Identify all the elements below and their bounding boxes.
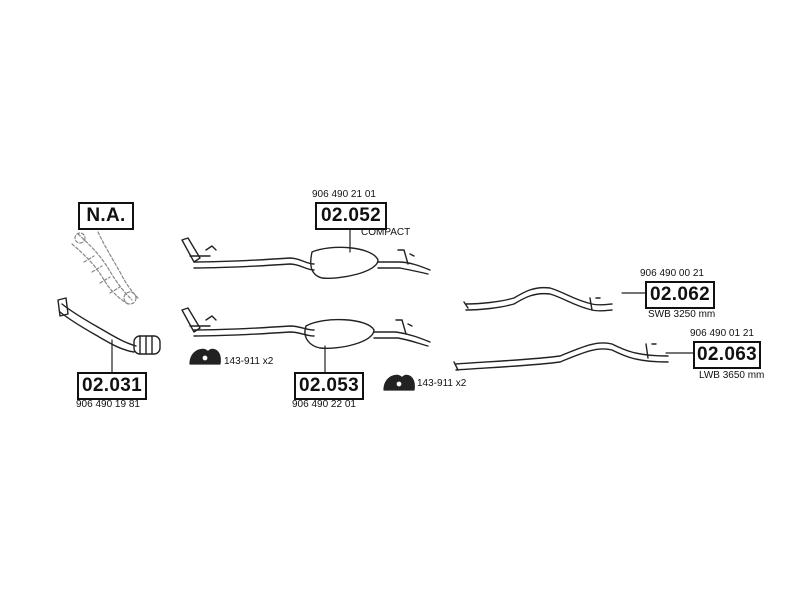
na-part-drawing (71, 231, 139, 305)
tail-pipe-swb-drawing (463, 286, 613, 312)
tail-pipe-lwb-drawing (453, 342, 669, 371)
label-hanger-left: 143-911 x2 (224, 356, 274, 367)
code-02063: 02.063 (693, 341, 761, 369)
note-compact: COMPACT (361, 227, 411, 238)
code-02053: 02.053 (294, 372, 364, 400)
code-02062: 02.062 (645, 281, 715, 309)
hanger-left-icon (189, 348, 221, 365)
hanger-right-icon (383, 374, 415, 391)
note-lwb: LWB 3650 mm (699, 370, 765, 381)
code-02052: 02.052 (315, 202, 387, 230)
code-02031: 02.031 (77, 372, 147, 400)
note-swb: SWB 3250 mm (648, 309, 716, 320)
number-02062: 906 490 00 21 (640, 268, 704, 279)
muffler-std-drawing (181, 307, 431, 350)
number-02053: 906 490 22 01 (292, 399, 356, 410)
code-na: N.A. (78, 202, 134, 230)
label-hanger-right: 143-911 x2 (417, 378, 467, 389)
number-02063: 906 490 01 21 (690, 328, 754, 339)
number-02052: 906 490 21 01 (312, 189, 376, 200)
number-02031: 906 490 19 81 (76, 399, 140, 410)
muffler-compact-drawing (181, 237, 431, 280)
front-pipe-drawing (57, 297, 161, 355)
